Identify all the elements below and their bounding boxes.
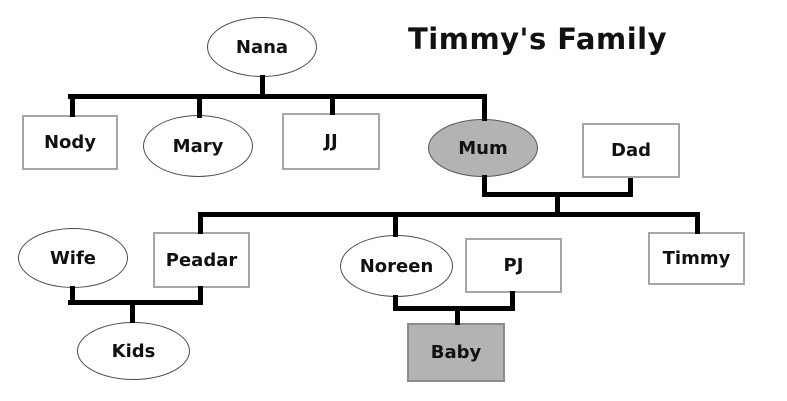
node-pj: PJ <box>465 238 562 293</box>
connector-to-mary <box>197 97 202 118</box>
connector-pj-down <box>510 291 515 311</box>
node-nana-label: Nana <box>235 36 289 58</box>
connector-mum-down <box>482 175 487 197</box>
node-nana: Nana <box>207 17 317 77</box>
node-mum: Mum <box>428 119 538 177</box>
connector-noreen-down <box>393 295 398 311</box>
node-jj: JJ <box>282 113 380 170</box>
connector-mum-dad-bar <box>482 192 633 197</box>
diagram-title: Timmy's Family <box>408 22 667 56</box>
connector-wife-down <box>70 286 75 304</box>
node-mary-label: Mary <box>172 135 224 157</box>
connector-wife-peadar-bar <box>68 300 203 305</box>
connector-to-peadar <box>198 214 203 234</box>
node-noreen: Noreen <box>340 235 453 297</box>
node-nody-label: Nody <box>43 132 97 153</box>
node-peadar-label: Peadar <box>165 249 238 271</box>
node-timmy-label: Timmy <box>662 248 731 269</box>
connector-nana-stub <box>260 75 265 99</box>
node-noreen-label: Noreen <box>359 255 434 277</box>
connector-mumdad-feed <box>555 195 560 217</box>
node-wife: Wife <box>18 228 128 288</box>
node-dad-label: Dad <box>611 140 651 161</box>
node-mum-label: Mum <box>458 137 508 159</box>
node-timmy: Timmy <box>648 232 745 285</box>
connector-to-nody <box>70 97 75 117</box>
node-dad: Dad <box>582 123 680 178</box>
node-wife-label: Wife <box>49 247 97 269</box>
connector-to-mum <box>482 97 487 121</box>
node-baby-label: Baby <box>430 342 482 363</box>
connector-dad-down <box>628 178 633 197</box>
node-nody: Nody <box>22 115 118 170</box>
connector-peadar-down <box>198 286 203 304</box>
connector-to-noreen <box>393 214 398 237</box>
node-kids-label: Kids <box>111 340 156 362</box>
connector-gen1-bar <box>68 94 487 99</box>
node-kids: Kids <box>77 322 190 380</box>
node-baby: Baby <box>407 323 505 382</box>
node-pj-label: PJ <box>503 255 524 276</box>
connector-to-kids <box>130 303 135 323</box>
connector-gen2-bar <box>198 212 700 217</box>
connector-to-timmy <box>695 214 700 234</box>
node-mary: Mary <box>143 115 253 177</box>
node-jj-label: JJ <box>324 131 338 152</box>
connector-to-jj <box>330 97 335 115</box>
connector-to-baby <box>455 309 460 325</box>
node-peadar: Peadar <box>153 232 250 288</box>
connector-noreen-pj-bar <box>393 306 515 311</box>
